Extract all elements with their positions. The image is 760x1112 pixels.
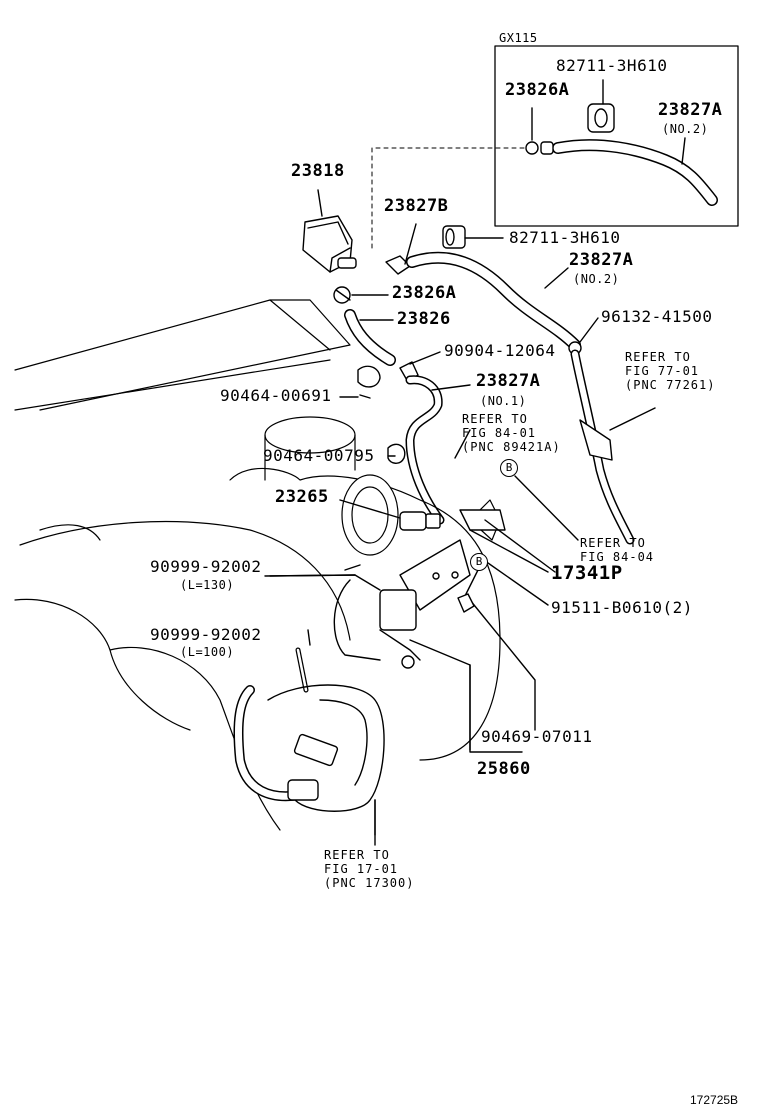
part-25860 xyxy=(333,564,471,751)
cap-82711-mid xyxy=(442,225,504,249)
egr-pipe-assembly xyxy=(233,684,385,836)
clamp-23826a-mid xyxy=(333,286,389,304)
leader-17341p xyxy=(469,529,549,573)
callout-17341p: 17341P xyxy=(551,562,623,584)
callout-23826a-mid: 23826A xyxy=(392,283,457,303)
callout-23265: 23265 xyxy=(275,487,329,507)
callout-23827b: 23827B xyxy=(384,196,449,216)
leader-23827a-box xyxy=(681,137,686,165)
callout-23826: 23826 xyxy=(397,309,451,329)
hose-23826 xyxy=(344,309,396,366)
callout-90999-100-note: (L=100) xyxy=(180,645,235,659)
leader-fig84-04 xyxy=(514,475,579,541)
callout-90999-130-note: (L=130) xyxy=(180,578,235,592)
callout-23827a-no1: 23827A xyxy=(476,371,541,391)
callout-96132: 96132-41500 xyxy=(601,307,713,326)
leader-90469 xyxy=(469,599,536,731)
part-23818 xyxy=(302,189,357,273)
hose-23827a-box xyxy=(552,139,718,206)
ref-badge-b1: B xyxy=(500,459,518,477)
callout-23818: 23818 xyxy=(291,161,345,181)
variant-box-frame xyxy=(494,45,739,227)
callout-25860: 25860 xyxy=(477,759,531,779)
callout-23826a-top: 23826A xyxy=(505,80,570,100)
bracket-17341p xyxy=(399,509,556,611)
clamp-23826a-box xyxy=(525,107,554,155)
callout-90464-00795: 90464-00795 xyxy=(263,446,375,465)
callout-90469: 90469-07011 xyxy=(481,727,593,746)
part-96132 xyxy=(568,317,656,545)
leader-fig84-01 xyxy=(454,429,471,459)
hose-23827a-mid xyxy=(406,251,581,351)
part-90464-00691 xyxy=(357,365,381,399)
engine-outline xyxy=(14,299,501,831)
callout-23827a-top-note: (NO.2) xyxy=(662,122,709,136)
refer-fig84-04: REFER TO FIG 84-04 xyxy=(580,536,655,564)
refer-fig84-01: REFER TO FIG 84-01 (PNC 89421A) xyxy=(462,412,561,454)
dashed-connector xyxy=(371,147,525,249)
variant-box-label: GX115 xyxy=(499,31,538,45)
callout-90999-100: 90999-92002 xyxy=(150,625,262,644)
callout-90904: 90904-12064 xyxy=(444,341,556,360)
leader-91511 xyxy=(487,562,549,606)
refer-fig17: REFER TO FIG 17-01 (PNC 17300) xyxy=(324,848,415,890)
part-90999-100 xyxy=(295,629,311,693)
part-23265 xyxy=(339,499,441,531)
ref-badge-b2: B xyxy=(470,553,488,571)
callout-82711-top: 82711-3H610 xyxy=(556,56,668,75)
callout-23827a-mid-note: (NO.2) xyxy=(573,272,620,286)
callout-82711-mid: 82711-3H610 xyxy=(509,228,621,247)
callout-90999-130: 90999-92002 xyxy=(150,557,262,576)
callout-91511: 91511-B0610(2) xyxy=(551,598,693,617)
part-91511 xyxy=(457,593,475,613)
cap-82711-box xyxy=(587,79,615,133)
callout-23827a-mid: 23827A xyxy=(569,250,634,270)
callout-23827a-no1-note: (NO.1) xyxy=(480,394,527,408)
refer-fig77: REFER TO FIG 77-01 (PNC 77261) xyxy=(625,350,716,392)
leader-90999-130b xyxy=(264,574,381,591)
hose-23827a-no1 xyxy=(405,375,471,525)
leader-25860 xyxy=(469,664,523,753)
callout-90464-00691: 90464-00691 xyxy=(220,386,332,405)
figure-id: 172725B xyxy=(690,1093,739,1107)
callout-23827a-top: 23827A xyxy=(658,100,723,120)
part-90464-00795 xyxy=(387,443,406,464)
